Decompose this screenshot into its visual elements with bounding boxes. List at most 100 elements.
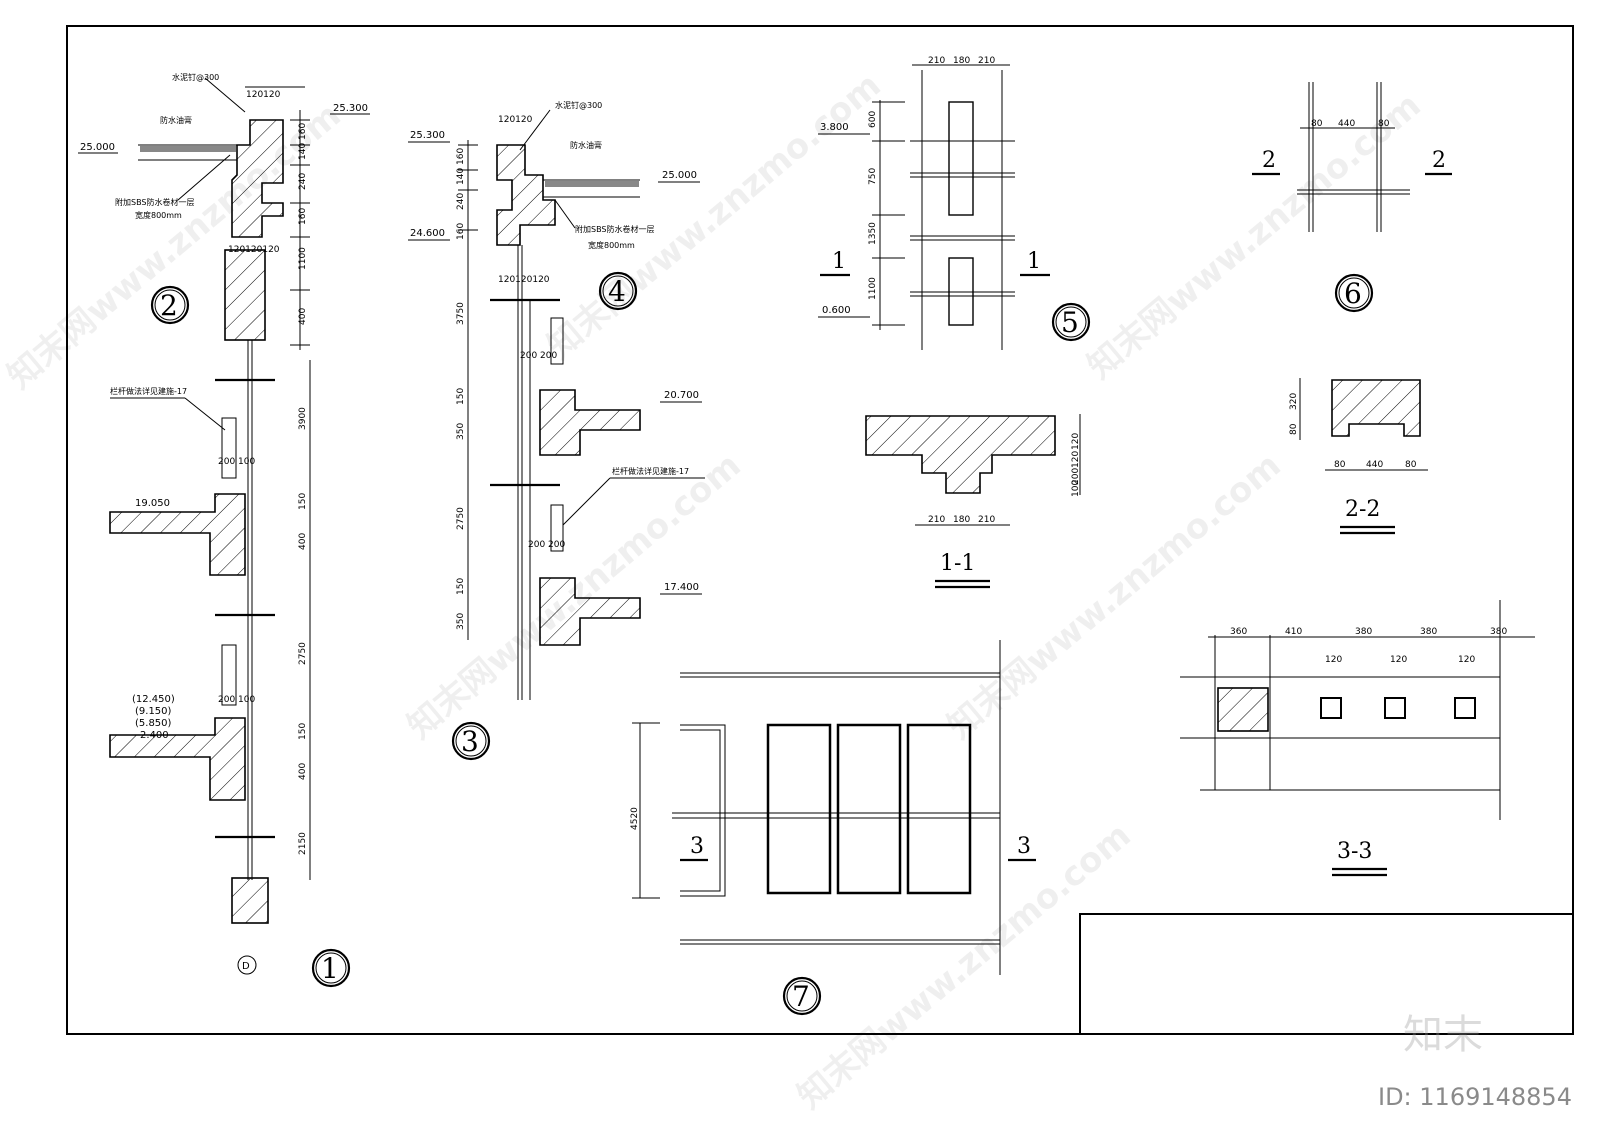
section-1-1-title: 1-1 xyxy=(940,551,975,576)
detail-4: 160 140 240 160 120120 120120120 水泥钉@300… xyxy=(408,100,700,640)
d3-dims-200-a: 200 200 xyxy=(520,351,557,361)
d6-dim-440: 440 xyxy=(1338,119,1355,129)
d1-dim-2750: 2750 xyxy=(298,642,308,665)
detail-1: 栏杆做法详见建施-17 19.050 200 100 (12.450) (9.1… xyxy=(109,340,351,988)
s33-small-3: 120 xyxy=(1458,655,1475,665)
watermark-id: ID: 1169148854 xyxy=(1378,1083,1572,1111)
d3-dim-350b: 350 xyxy=(456,613,466,630)
s22-dim-80b: 80 xyxy=(1405,460,1417,470)
s33-dim-360: 360 xyxy=(1230,627,1247,637)
s11-dim-bot-1: 210 xyxy=(928,515,945,525)
d2-dim-400: 400 xyxy=(298,308,308,325)
d1-dim-3900: 3900 xyxy=(298,407,308,430)
wm-text-4: 知末网www.znzmo.com xyxy=(790,815,1139,1117)
d1-elev-b1: (12.450) xyxy=(132,694,175,705)
d2-dim-160b: 160 xyxy=(298,208,308,225)
d1-elev-b4: 2.400 xyxy=(140,730,169,741)
d1-elev-a: 19.050 xyxy=(135,498,170,509)
section-1-1: 120 120 200 100 210 180 210 1-1 xyxy=(865,414,1081,589)
detail-6: 80 440 80 2 2 6 xyxy=(1252,82,1452,313)
d5-dim-top-3: 210 xyxy=(978,56,995,66)
s33-small-2: 120 xyxy=(1390,655,1407,665)
d4-elev-top: 25.300 xyxy=(410,130,445,141)
d3-elev-a: 20.700 xyxy=(664,390,699,401)
d4-dims-mid: 120120120 xyxy=(498,275,550,285)
d6-dim-80b: 80 xyxy=(1378,119,1390,129)
d3-dim-2750: 2750 xyxy=(456,507,466,530)
d7-mark-right: 3 xyxy=(1017,834,1031,859)
d5-mark-right: 1 xyxy=(1027,249,1041,274)
d4-dim-160: 160 xyxy=(456,148,466,165)
detail-2-label: 2 xyxy=(160,289,178,322)
d5-elev-bot: 0.600 xyxy=(822,305,851,316)
d5-dim-1100: 1100 xyxy=(868,277,878,300)
d1-dim-150b: 150 xyxy=(298,723,308,740)
d1-elev-b2: (9.150) xyxy=(135,706,172,717)
wm-text-2: 知末网www.znzmo.com xyxy=(400,445,749,747)
d5-dim-600: 600 xyxy=(868,111,878,128)
d1-axis-label: D xyxy=(242,961,250,972)
d1-elev-b3: (5.850) xyxy=(135,718,172,729)
d5-dim-top-1: 210 xyxy=(928,56,945,66)
d2-dim-160: 160 xyxy=(298,123,308,140)
d3-dims-200-b: 200 200 xyxy=(528,540,565,550)
s22-dim-80: 80 xyxy=(1289,423,1299,435)
s33-dim-380c: 380 xyxy=(1490,627,1507,637)
d2-dim-1100: 1100 xyxy=(298,247,308,270)
d1-dims-200-100b: 200 100 xyxy=(218,695,255,705)
detail-7-label: 7 xyxy=(792,980,810,1013)
section-3-3-title: 3-3 xyxy=(1337,839,1372,864)
d1-dim-400: 400 xyxy=(298,533,308,550)
section-3-3: 360 410 380 380 380 120 120 120 3-3 xyxy=(1180,600,1535,877)
d7-mark-left: 3 xyxy=(690,834,704,859)
s11-dim-120a: 120 xyxy=(1071,433,1081,450)
d2-dims-top: 120120 xyxy=(246,90,281,100)
d4-note-width: 宽度800mm xyxy=(588,240,635,250)
d3-dim-3750: 3750 xyxy=(456,302,466,325)
d4-dims-top: 120120 xyxy=(498,115,533,125)
s11-dim-100: 100 xyxy=(1071,480,1081,497)
d5-elev-top: 3.800 xyxy=(820,122,849,133)
d2-elev-roof: 25.000 xyxy=(80,142,115,153)
s22-dim-440: 440 xyxy=(1366,460,1383,470)
s33-dim-380b: 380 xyxy=(1420,627,1437,637)
d5-dim-top-2: 180 xyxy=(953,56,970,66)
s11-dim-120b: 120 xyxy=(1071,451,1081,468)
d2-note-nail: 水泥钉@300 xyxy=(172,72,219,82)
s22-dim-80a: 80 xyxy=(1334,460,1346,470)
d3-dim-150b: 150 xyxy=(456,578,466,595)
s22-dim-320: 320 xyxy=(1289,393,1299,410)
d3-elev-b: 17.400 xyxy=(664,582,699,593)
d4-elev-low: 24.600 xyxy=(410,228,445,239)
d4-note-sbs: 附加SBS防水卷材一层 xyxy=(575,224,655,234)
title-block xyxy=(1079,913,1574,1035)
detail-4-label: 4 xyxy=(608,275,626,308)
detail-3-label: 3 xyxy=(461,725,479,758)
detail-1-label: 1 xyxy=(321,952,339,985)
d1-dims-200-100: 200 100 xyxy=(218,457,255,467)
d1-dim-400b: 400 xyxy=(298,763,308,780)
d2-note-sbs: 附加SBS防水卷材一层 xyxy=(115,197,195,207)
d1-dim-2150: 2150 xyxy=(298,832,308,855)
detail-5: 600 750 1350 1100 210 180 210 3.800 0.60… xyxy=(818,56,1091,350)
detail-7: 4520 3 3 7 xyxy=(630,640,1036,1016)
d2-elev-top: 25.300 xyxy=(333,103,368,114)
d2-note-seal: 防水油膏 xyxy=(160,115,192,125)
d5-dim-1350: 1350 xyxy=(868,222,878,245)
section-2-2: 320 80 80 440 80 2-2 xyxy=(1289,378,1428,535)
d2-dim-140: 140 xyxy=(298,143,308,160)
sheet-border xyxy=(66,25,1574,1035)
detail-5-label: 5 xyxy=(1061,306,1079,339)
detail-3: 200 200 200 200 20.700 17.400 栏杆做法详见建施-1… xyxy=(451,245,705,761)
d1-dim-150: 150 xyxy=(298,493,308,510)
d4-elev-roof: 25.000 xyxy=(662,170,697,181)
d4-note-seal: 防水油膏 xyxy=(570,140,602,150)
d4-dim-240: 240 xyxy=(456,193,466,210)
section-2-2-title: 2-2 xyxy=(1345,497,1380,522)
d5-dim-750: 750 xyxy=(868,168,878,185)
d7-dim-4520: 4520 xyxy=(630,807,640,830)
s11-dim-bot-3: 210 xyxy=(978,515,995,525)
d1-railing-note: 栏杆做法详见建施-17 xyxy=(110,386,187,396)
wm-text-1: 知末网www.znzmo.com xyxy=(0,95,349,397)
d6-mark-left: 2 xyxy=(1262,148,1276,173)
